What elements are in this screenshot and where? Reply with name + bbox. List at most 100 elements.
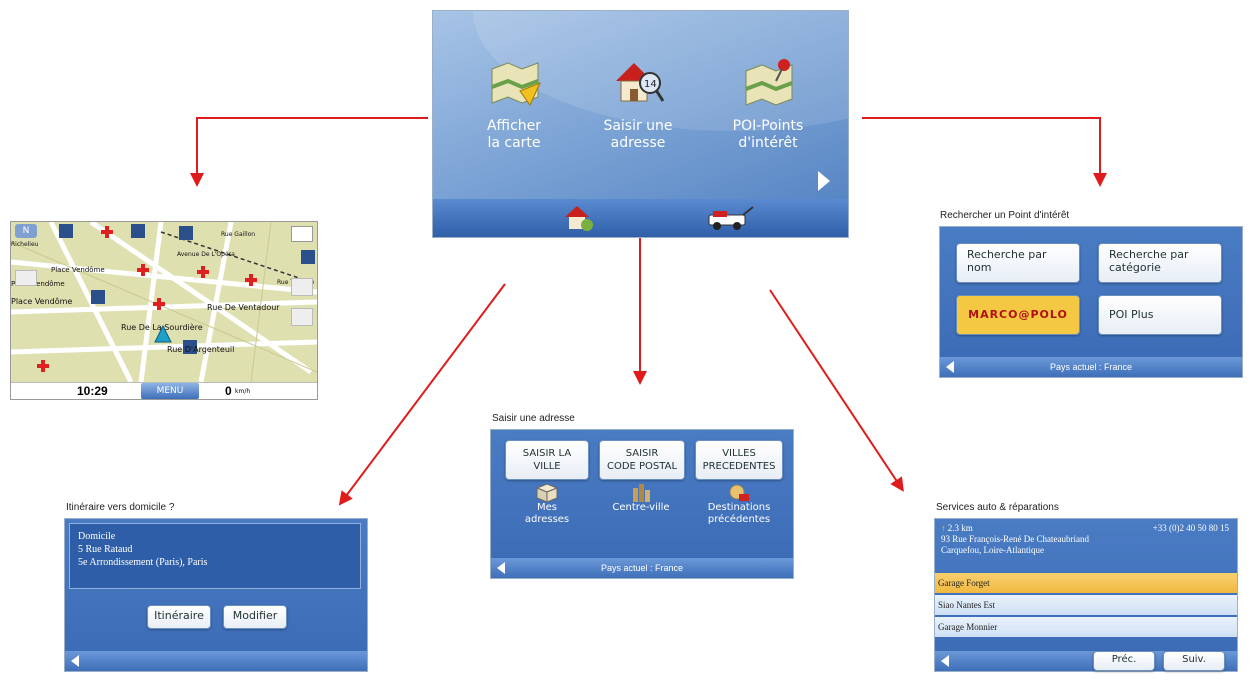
map-bottom-bar: 10:29 MENU 0 km/h	[11, 382, 317, 399]
previous-cities-button[interactable]: VILLES PRECEDENTES	[695, 440, 783, 480]
detour-icon[interactable]	[15, 270, 37, 286]
enter-address-button[interactable]: 14 Saisir une adresse	[583, 57, 693, 152]
service-address-1: 93 Rue François-René De Chateaubriand	[941, 534, 1089, 544]
list-item[interactable]: Garage Monnier	[935, 617, 1237, 637]
list-item-selected[interactable]: Garage Forget	[935, 573, 1237, 593]
address-status-bar: Pays actuel : France	[491, 558, 793, 578]
city-center-button[interactable]: Centre-ville	[595, 484, 687, 514]
address-status-text: Pays actuel : France	[600, 563, 684, 573]
street-label-5: Rue D'Argenteuil	[167, 345, 234, 354]
map-icon	[491, 62, 541, 106]
my-addresses-button[interactable]: Mes adresses	[501, 484, 593, 526]
street-label-6: Avenue De L'Opéra	[177, 251, 235, 258]
arrow-to-home	[338, 283, 506, 506]
gps-signal-icon	[291, 226, 313, 242]
house-magnifier-icon: 14	[616, 63, 665, 102]
address-screen: Saisir une adresse SAISIR LA VILLE SAISI…	[490, 405, 794, 579]
speed-unit: km/h	[235, 388, 251, 395]
services-screen-title: Services auto & réparations	[936, 502, 1059, 513]
street-label-0: Place Vendôme	[11, 280, 65, 288]
volume-icon[interactable]	[291, 308, 313, 326]
enter-postal-label-1: SAISIR	[625, 448, 659, 459]
back-arrow-icon[interactable]	[497, 562, 505, 574]
street-label-2: Place Vendôme	[11, 296, 72, 306]
list-item[interactable]: Siao Nantes Est	[935, 595, 1237, 615]
address-screen-title: Saisir une adresse	[492, 413, 575, 424]
service-distance: 2.3 km	[947, 523, 973, 533]
home-line-1: 5 Rue Rataud	[78, 544, 133, 555]
home-status-bar	[65, 651, 367, 671]
poi-label-2: d'intérêt	[738, 135, 798, 151]
enter-city-label-2: VILLE	[533, 461, 561, 472]
home-route-screen: Itinéraire vers domicile ? Domicile 5 Ru…	[64, 500, 368, 672]
show-map-label-2: la carte	[487, 135, 541, 151]
service-detail-box: ↑ 2.3 km +33 (0)2 40 50 80 15 93 Rue Fra…	[937, 521, 1235, 569]
service-address-2: Carquefou, Loire-Atlantique	[941, 545, 1044, 555]
back-arrow-icon[interactable]	[941, 655, 949, 667]
previous-button[interactable]: Préc.	[1093, 651, 1155, 671]
modify-button[interactable]: Modifier	[223, 605, 287, 629]
services-screen: Services auto & réparations ↑ 2.3 km +33…	[934, 500, 1238, 672]
previous-destinations-button[interactable]: Destinations précédentes	[689, 484, 789, 526]
previous-destinations-label-1: Destinations	[707, 502, 771, 513]
poi-status-bar: Pays actuel : France	[940, 357, 1242, 377]
city-center-label: Centre-ville	[612, 502, 670, 513]
street-label-3: Rue De Ventadour	[207, 303, 280, 312]
map-canvas[interactable]: Place Vendôme Place Vendôme Place Vendôm…	[11, 222, 317, 382]
compass-button[interactable]: N	[15, 224, 37, 238]
previous-destinations-label-2: précédentes	[707, 514, 771, 525]
enter-postal-code-button[interactable]: SAISIR CODE POSTAL	[599, 440, 685, 480]
time-display: 10:29	[77, 384, 108, 398]
next-button[interactable]: Suiv.	[1163, 651, 1225, 671]
back-arrow-icon[interactable]	[71, 655, 79, 667]
menu-button[interactable]: MENU	[141, 383, 199, 399]
arrow-to-map	[190, 117, 428, 187]
services-status-bar	[935, 651, 1237, 671]
route-button[interactable]: Itinéraire	[147, 605, 211, 629]
direction-arrow-icon: ↑	[941, 523, 946, 533]
service-phone: +33 (0)2 40 50 80 15	[1152, 523, 1229, 533]
home-screen-title: Itinéraire vers domicile ?	[66, 502, 175, 513]
next-page-arrow-icon[interactable]	[818, 171, 830, 191]
search-by-name-button[interactable]: Recherche par nom	[956, 243, 1080, 283]
main-menu-bottom-bar	[433, 199, 848, 237]
my-addresses-label-2: adresses	[524, 514, 570, 525]
speed-value: 0	[225, 384, 232, 398]
poi-screen: Rechercher un Point d'intérêt Recherche …	[939, 208, 1243, 378]
previous-cities-label-1: VILLES	[722, 448, 756, 459]
home-panel: Domicile 5 Rue Rataud 5e Arrondissement …	[64, 518, 368, 672]
poi-status-text: Pays actuel : France	[1049, 362, 1133, 372]
main-menu-screen: Afficher la carte 14 Saisir une adresse …	[432, 10, 849, 238]
enter-city-label-1: SAISIR LA	[522, 448, 572, 459]
my-addresses-label-1: Mes	[537, 502, 557, 513]
street-label-9: Rue Gaillon	[221, 231, 255, 238]
search-by-category-button[interactable]: Recherche par catégorie	[1098, 243, 1222, 283]
street-label-4: Rue De La Sourdière	[121, 322, 203, 332]
map-screen[interactable]: Place Vendôme Place Vendôme Place Vendôm…	[10, 221, 318, 400]
marco-polo-button[interactable]: MARCO@POLO	[956, 295, 1080, 335]
address-panel: SAISIR LA VILLE SAISIR CODE POSTAL VILLE…	[490, 429, 794, 579]
home-address-box: Domicile 5 Rue Rataud 5e Arrondissement …	[69, 523, 361, 589]
poi-button[interactable]: POI-Points d'intérêt	[713, 57, 823, 152]
show-map-label-1: Afficher	[486, 118, 542, 134]
enter-address-label-2: adresse	[610, 135, 666, 151]
home-icon[interactable]	[561, 203, 595, 233]
show-map-button[interactable]: Afficher la carte	[459, 57, 569, 152]
svg-text:14: 14	[644, 79, 657, 90]
home-line-0: Domicile	[78, 531, 116, 542]
services-panel: ↑ 2.3 km +33 (0)2 40 50 80 15 93 Rue Fra…	[934, 518, 1238, 672]
poi-plus-button[interactable]: POI Plus	[1098, 295, 1222, 335]
poi-map-pin-icon	[745, 59, 793, 106]
enter-city-button[interactable]: SAISIR LA VILLE	[505, 440, 589, 480]
city-center-icon	[633, 484, 650, 502]
poi-panel: Recherche par nom Recherche par catégori…	[939, 226, 1243, 378]
tow-truck-icon[interactable]	[703, 205, 755, 231]
back-arrow-icon[interactable]	[946, 361, 954, 373]
previous-cities-label-2: PRECEDENTES	[702, 461, 776, 472]
arrow-to-services	[769, 289, 904, 492]
zoom-in-icon[interactable]	[291, 278, 313, 296]
address-book-icon	[535, 484, 559, 502]
poi-screen-title: Rechercher un Point d'intérêt	[940, 210, 1070, 221]
home-line-2: 5e Arrondissement (Paris), Paris	[78, 557, 208, 568]
street-label-1: Place Vendôme	[51, 266, 105, 274]
